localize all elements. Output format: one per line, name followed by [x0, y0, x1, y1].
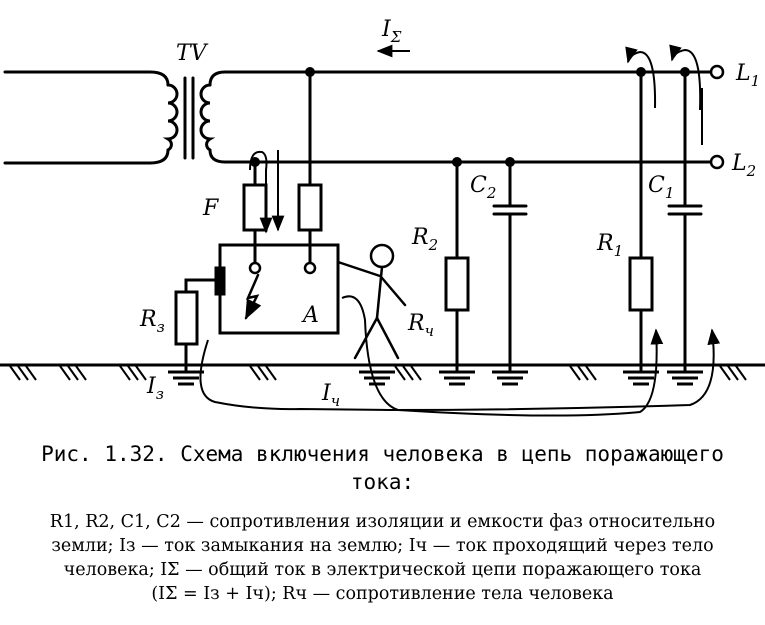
- label-current-total: IΣ: [381, 17, 402, 46]
- human-head: [369, 243, 395, 269]
- human-body: [375, 265, 384, 320]
- label-r1: R1: [596, 231, 623, 260]
- junction-dot: [680, 67, 690, 77]
- human-arm: [336, 260, 382, 278]
- junction-dot: [305, 67, 315, 77]
- earth-hatch-stroke: [585, 365, 597, 381]
- insulation-breakdown-spark: [244, 273, 262, 320]
- earth-hatch-stroke: [265, 365, 277, 381]
- secondary-coil: [199, 83, 216, 152]
- label-line2: L2: [731, 151, 756, 180]
- earth-hatch-stroke: [249, 365, 261, 381]
- earth-hatch-stroke: [17, 365, 29, 381]
- human-leg-right: [375, 316, 400, 360]
- secondary-lead-top: [208, 70, 712, 87]
- legend-line-4: (IΣ = Iз + Iч); Rч — сопротивление тела …: [151, 584, 614, 604]
- equipment-terminal-right: [303, 261, 317, 275]
- human-leg-left: [353, 316, 379, 360]
- current-arrow-l2-to-fuse: [249, 150, 273, 234]
- resistor-r1: [628, 256, 654, 312]
- earth-hatch-stroke: [9, 365, 21, 381]
- secondary-lead-bottom: [208, 148, 712, 164]
- earth-hatch-stroke: [257, 365, 269, 381]
- earth-hatch-stroke: [75, 365, 87, 381]
- label-c1: C1: [648, 173, 674, 202]
- earth-hatch-stroke: [402, 365, 414, 381]
- human-arm-right: [380, 276, 407, 307]
- terminal-l1: [709, 64, 725, 80]
- label-c2: C2: [470, 173, 496, 202]
- current-return-path: [199, 339, 391, 411]
- figure-caption: Рис. 1.32. Схема включения человека в це…: [0, 440, 765, 496]
- earth-hatch-stroke: [25, 365, 37, 381]
- current-return-path-2: [341, 295, 664, 417]
- housing-ground-clamp: [214, 266, 226, 296]
- current-arrow-c-top-1: [625, 46, 657, 109]
- earth-hatch-stroke: [119, 365, 131, 381]
- earth-hatch-stroke: [735, 365, 747, 381]
- junction-dot: [452, 157, 462, 167]
- resistor-rz: [174, 290, 199, 346]
- label-rz: Rз: [139, 307, 165, 336]
- caption-line-1: Рис. 1.32. Схема включения человека в це…: [41, 442, 724, 466]
- earth-hatching: [9, 365, 747, 381]
- earth-hatch-stroke: [59, 365, 71, 381]
- earth-hatch-stroke: [135, 365, 147, 381]
- legend-line-1: R1, R2, C1, C2 — сопротивления изоляции …: [49, 512, 716, 532]
- figure-legend: R1, R2, C1, C2 — сопротивления изоляции …: [4, 510, 761, 606]
- junction-dot: [505, 157, 515, 167]
- terminal-l2: [709, 154, 725, 170]
- primary-lead-bottom: [3, 148, 170, 165]
- label-iz: Iз: [146, 374, 164, 403]
- ground-symbols: [168, 370, 703, 386]
- earth-hatch-stroke: [394, 365, 406, 381]
- equipment-terminal-left: [248, 261, 262, 275]
- primary-lead-top: [3, 70, 170, 87]
- fuse-right: [297, 183, 323, 232]
- legend-line-3: человека; IΣ — общий ток в электрической…: [63, 560, 702, 580]
- label-line1: L1: [735, 61, 760, 90]
- earth-hatch-stroke: [569, 365, 581, 381]
- label-fuse: F: [202, 196, 219, 221]
- junction-dot: [636, 67, 646, 77]
- label-equipment: A: [301, 303, 319, 328]
- earth-hatch-stroke: [127, 365, 139, 381]
- label-ich: Iч: [321, 381, 340, 410]
- legend-line-2: земли; Iз — ток замыкания на землю; Iч —…: [51, 536, 714, 556]
- caption-line-2: тока:: [350, 470, 415, 494]
- fuse-left: [242, 183, 268, 232]
- primary-coil: [162, 83, 179, 152]
- circuit-diagram: TV F A IΣ L1 L2 R2 C2 R1 C1 Rз Rч Iз Iч: [0, 17, 765, 417]
- earth-hatch-stroke: [67, 365, 79, 381]
- resistor-r2: [444, 256, 470, 312]
- earth-hatch-stroke: [719, 365, 731, 381]
- earth-hatch-stroke: [727, 365, 739, 381]
- junction-dot: [250, 157, 260, 167]
- label-transformer: TV: [176, 41, 209, 66]
- human-figure: [336, 243, 407, 360]
- label-rch: Rч: [407, 311, 434, 340]
- current-arrow-c-top-2: [669, 44, 702, 111]
- current-return-path-3: [389, 328, 721, 411]
- earth-hatch-stroke: [577, 365, 589, 381]
- equipment-housing: [218, 243, 340, 335]
- label-r2: R2: [411, 225, 438, 254]
- earth-hatch-stroke: [410, 365, 422, 381]
- housing-ground-wire: [184, 278, 218, 294]
